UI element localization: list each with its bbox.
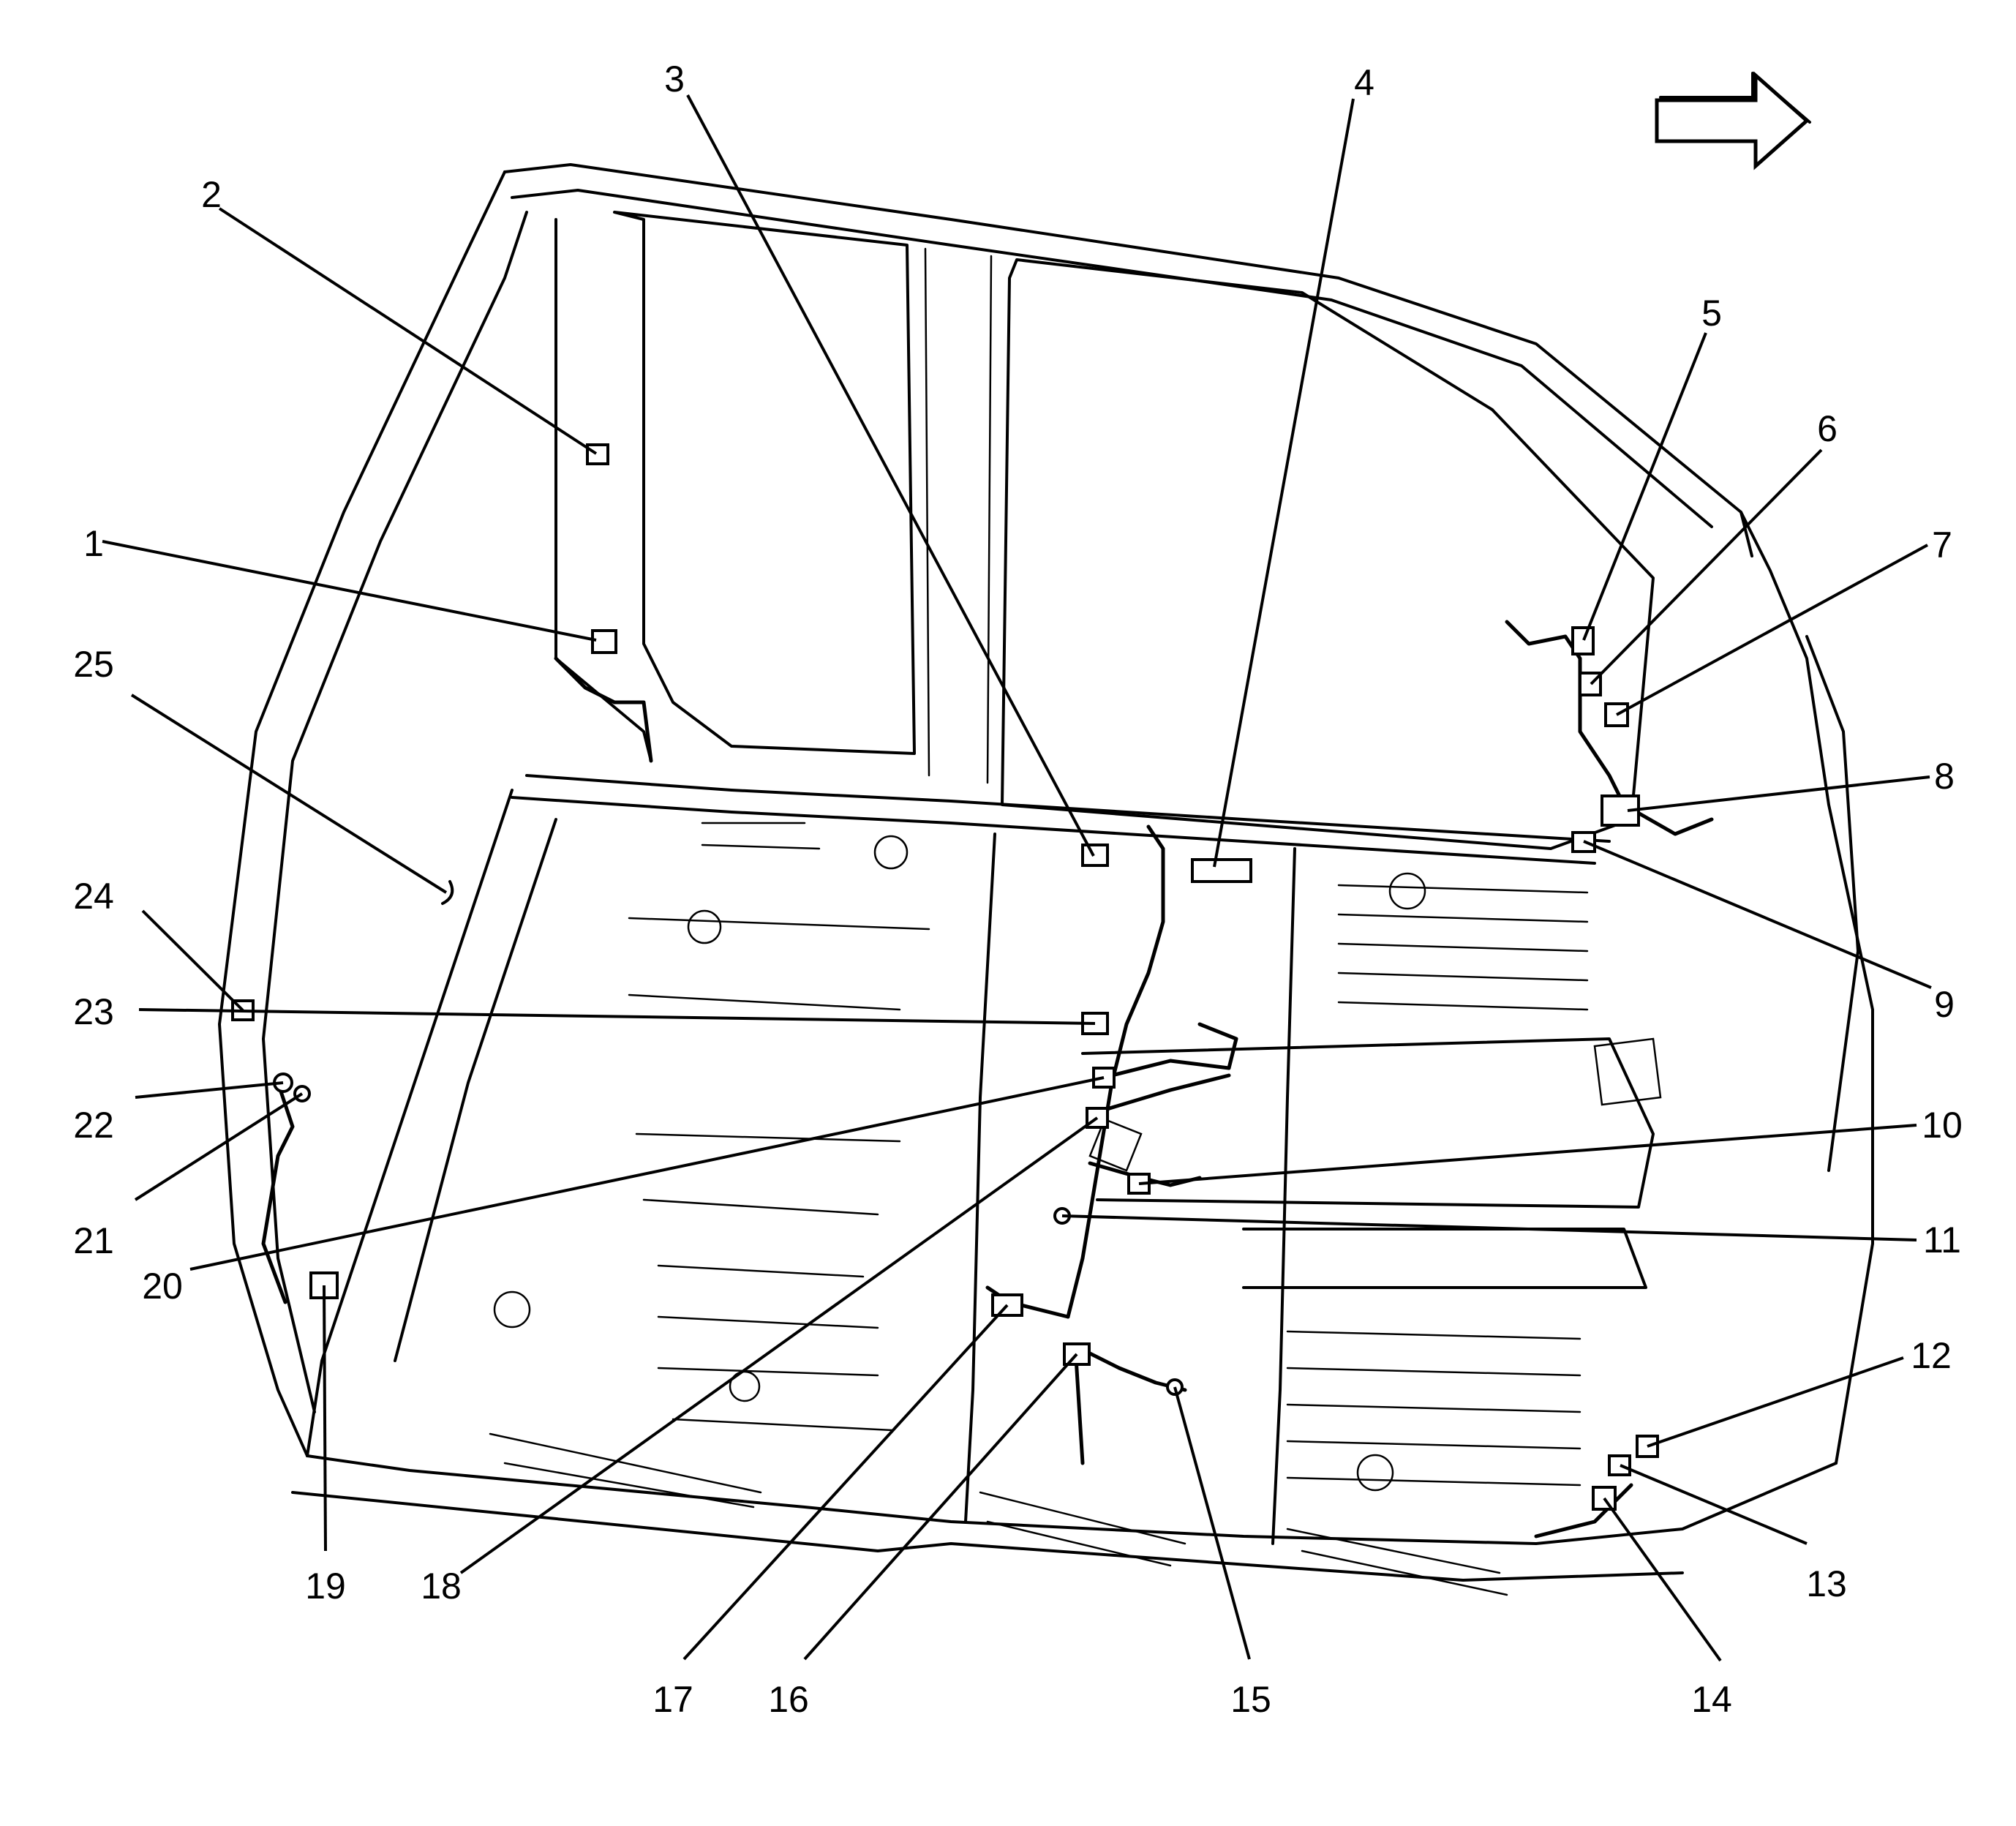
callout-1: 1: [83, 523, 104, 564]
connector-5[interactable]: [1571, 626, 1595, 655]
callout-25: 25: [73, 644, 114, 685]
direction-arrow: [1655, 71, 1811, 170]
callout-10: 10: [1922, 1105, 1963, 1146]
module-4[interactable]: [1191, 858, 1252, 883]
connector-2[interactable]: [586, 443, 609, 465]
callout-24: 24: [73, 876, 114, 917]
callout-17: 17: [652, 1679, 693, 1720]
callout-16: 16: [768, 1679, 809, 1720]
connector-13[interactable]: [1608, 1454, 1631, 1476]
connector-3[interactable]: [1081, 844, 1109, 867]
clip-25[interactable]: [441, 880, 454, 905]
callout-15: 15: [1230, 1679, 1271, 1720]
callout-2: 2: [201, 174, 222, 215]
callout-4: 4: [1354, 62, 1374, 103]
callout-6: 6: [1817, 408, 1838, 449]
callout-5: 5: [1701, 293, 1722, 334]
connector-12[interactable]: [1636, 1435, 1659, 1458]
callout-8: 8: [1934, 756, 1955, 797]
callout-labels: 1 2 3 4 5 6 7 8 9 10 11 12 13 14 15 16 1…: [73, 59, 1963, 1720]
callout-22: 22: [73, 1105, 114, 1146]
callout-12: 12: [1911, 1335, 1952, 1376]
connectors: [231, 443, 1659, 1511]
callout-23: 23: [73, 991, 114, 1032]
leader-lines: [102, 94, 1932, 1662]
callout-13: 13: [1806, 1563, 1847, 1604]
callout-19: 19: [305, 1566, 346, 1607]
callout-21: 21: [73, 1220, 114, 1261]
callout-20: 20: [142, 1266, 183, 1307]
callout-7: 7: [1932, 525, 1952, 566]
cab-floor-illustration: [218, 163, 1874, 1596]
connector-1[interactable]: [591, 629, 617, 654]
callout-14: 14: [1691, 1679, 1732, 1720]
callout-9: 9: [1934, 984, 1955, 1025]
callout-11: 11: [1923, 1220, 1961, 1260]
callout-3: 3: [664, 59, 685, 99]
right-arrow-icon: [1655, 71, 1810, 170]
callout-18: 18: [421, 1566, 462, 1607]
